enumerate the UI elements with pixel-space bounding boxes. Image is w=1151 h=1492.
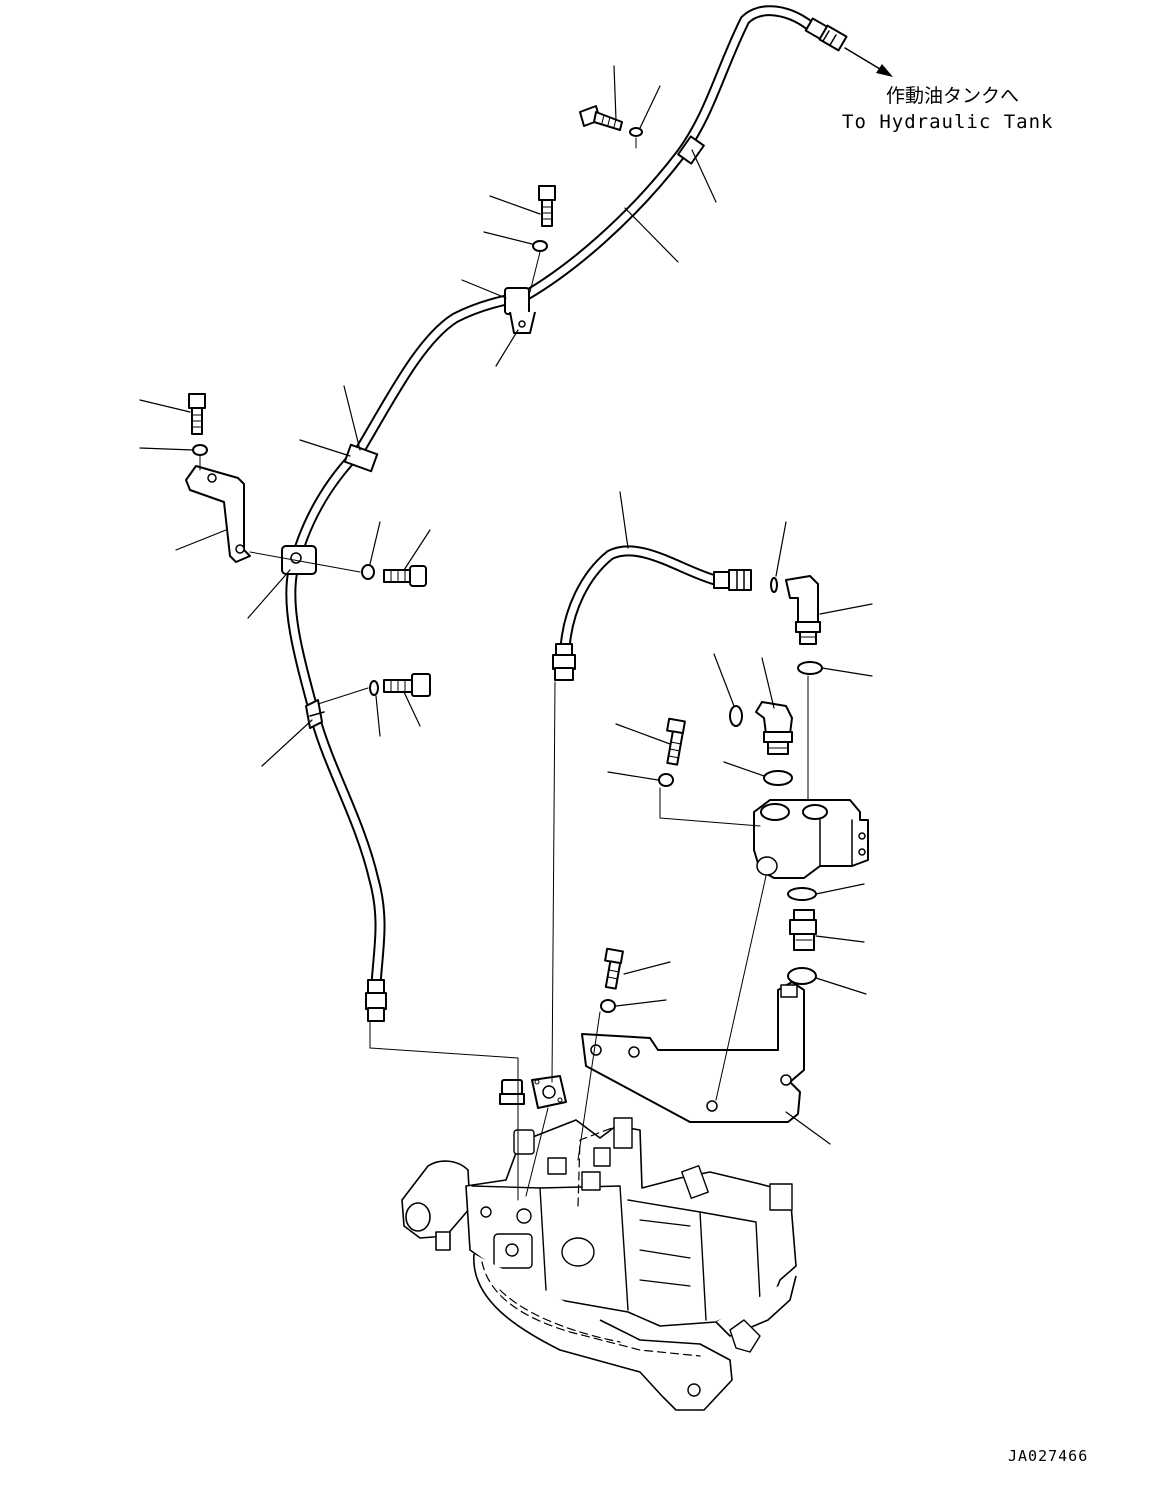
- hose-to-valve: [559, 545, 721, 654]
- o-ring-valve-port: [763, 770, 793, 786]
- hose-fitting-tank-end: [804, 17, 848, 52]
- bolt-lower-clamp: [383, 565, 427, 587]
- washer-bottom-clamp: [369, 680, 379, 696]
- hose-clamp-bottom: [305, 699, 325, 729]
- hose-clamp-with-bracket: [504, 287, 536, 334]
- annotation-english: To Hydraulic Tank: [842, 111, 1053, 133]
- bolt-clamp-bracket: [538, 185, 556, 227]
- drawing-number: JA027466: [1008, 1447, 1088, 1465]
- hydraulic-pump-assembly: [401, 1117, 797, 1411]
- pump-port-flange: [531, 1075, 567, 1109]
- leader-lines: [139, 65, 873, 1145]
- pump-port-fitting: [499, 1079, 525, 1105]
- bolt-upper-right: [579, 105, 623, 131]
- washer-valve-block: [658, 773, 674, 787]
- hose-clamp-upper: [677, 135, 705, 165]
- valve-mounting-bracket: [581, 981, 805, 1123]
- hose-fitting-valve-end: [713, 569, 752, 591]
- hose-fitting-pump-end: [552, 643, 576, 681]
- assembly-reference-lines: [199, 137, 809, 1201]
- washer-upper-right: [629, 127, 643, 137]
- elbow-fitting-lower: [755, 701, 793, 755]
- hose-fitting-lower-end: [365, 979, 387, 1022]
- elbow-fitting-upper: [785, 575, 821, 645]
- washer-left-bracket: [192, 444, 208, 456]
- hose-clamp-lower: [281, 545, 317, 575]
- o-ring-union-bottom: [787, 967, 817, 985]
- hose-clamp-middle: [343, 443, 379, 473]
- washer-clamp-bracket: [532, 240, 548, 252]
- arrow-to-tank-icon: [844, 47, 893, 77]
- hose-to-hydraulic-tank: [285, 5, 821, 991]
- o-ring-elbow-lower: [729, 705, 743, 727]
- bolt-bottom-clamp: [383, 673, 431, 697]
- union-fitting: [789, 909, 817, 951]
- washer-mount-bracket: [600, 999, 616, 1013]
- o-ring-elbow-upper: [770, 577, 778, 593]
- valve-block: [753, 799, 869, 879]
- annotation-japanese: 作動油タンクへ: [886, 85, 1019, 107]
- o-ring-valve-bottom: [787, 887, 817, 901]
- washer-lower-clamp: [361, 564, 375, 580]
- bolt-left-bracket: [188, 393, 206, 435]
- mounting-bracket-left: [185, 465, 251, 563]
- bolt-mount-bracket: [604, 947, 624, 990]
- o-ring-elbow-upper-base: [797, 661, 823, 675]
- bolt-valve-block: [666, 717, 686, 766]
